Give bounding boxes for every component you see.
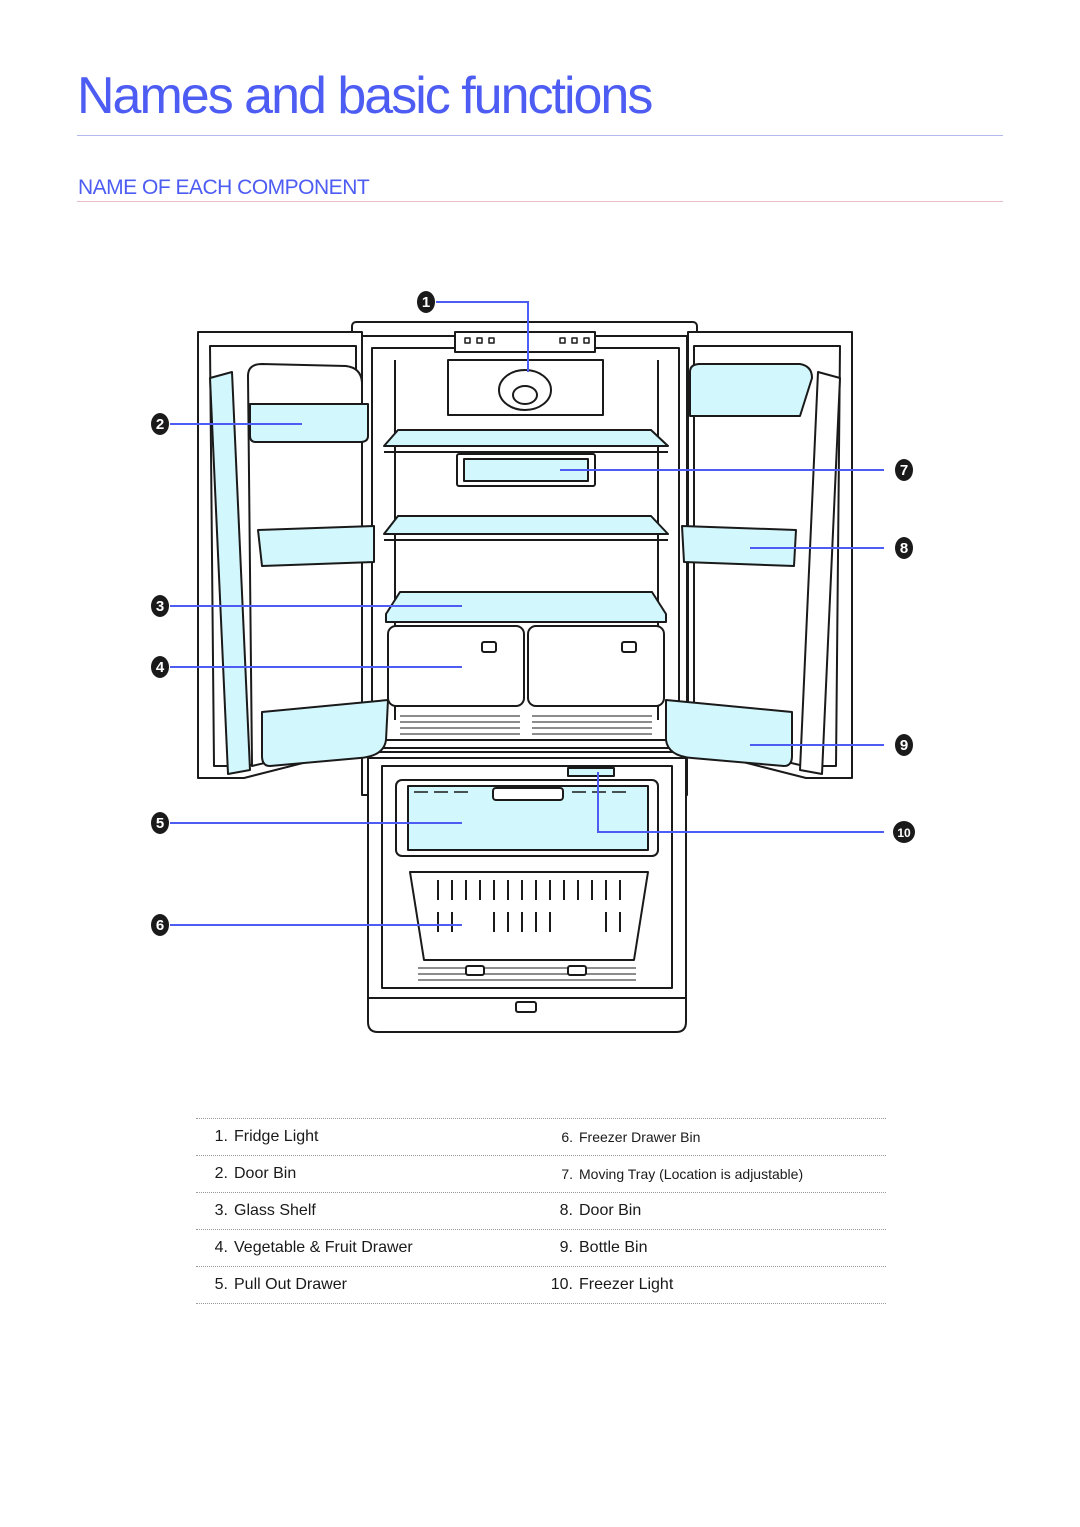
svg-text:7: 7 [900, 462, 908, 479]
callout-1-badge: 1 [417, 291, 435, 313]
door-bin-right-top [689, 363, 813, 417]
component-number: 6. [561, 1129, 573, 1145]
callout-7-badge: 7 [895, 459, 913, 481]
table-row: 2. Door Bin 7. Moving Tray (Location is ad… [196, 1156, 886, 1193]
component-number: 2. [214, 1165, 228, 1182]
svg-text:9: 9 [900, 737, 908, 754]
svg-text:4: 4 [156, 659, 165, 676]
svg-text:2: 2 [156, 416, 164, 433]
table-row: 4. Vegetable & Fruit Drawer 9. Bottle Bin [196, 1230, 886, 1267]
callout-6-badge: 6 [151, 914, 169, 936]
component-cell: 6. Freezer Drawer Bin [541, 1119, 886, 1155]
svg-text:10: 10 [897, 826, 911, 840]
left-door-gasket [209, 371, 251, 775]
section-title: NAME OF EACH COMPONENT [78, 176, 370, 199]
component-name: Pull Out Drawer [234, 1276, 347, 1293]
component-name: Vegetable & Fruit Drawer [234, 1239, 413, 1256]
component-number: 3. [214, 1202, 228, 1219]
svg-text:6: 6 [156, 917, 164, 934]
components-table: 1. Fridge Light 6. Freezer Drawer Bin 2. Do… [196, 1118, 886, 1304]
component-number: 1. [214, 1128, 228, 1145]
component-name: Door Bin [579, 1202, 642, 1219]
component-number: 5. [214, 1276, 228, 1293]
callout-10-badge: 10 [893, 821, 915, 843]
component-name: Bottle Bin [579, 1239, 648, 1256]
table-row: 3. Glass Shelf 8. Door Bin [196, 1193, 886, 1230]
component-cell: 3. Glass Shelf [196, 1193, 541, 1229]
svg-text:8: 8 [900, 540, 908, 557]
door-bin-left-middle [257, 525, 375, 567]
callout-8-badge: 8 [895, 537, 913, 559]
component-name: Door Bin [234, 1165, 297, 1182]
component-number: 4. [214, 1239, 228, 1256]
component-name: Fridge Light [234, 1128, 319, 1145]
callout-5-badge: 5 [151, 812, 169, 834]
door-bin-left-bottom [261, 699, 389, 767]
component-name: Glass Shelf [234, 1202, 316, 1219]
callout-2-badge: 2 [151, 413, 169, 435]
glass-shelf-highlight [385, 591, 667, 623]
title-divider [77, 135, 1003, 136]
refrigerator-diagram: 1 2 3 4 5 6 7 8 [151, 291, 915, 1033]
callout-badges: 1 2 3 4 5 6 7 8 [151, 291, 915, 936]
component-cell: 4. Vegetable & Fruit Drawer [196, 1230, 541, 1266]
svg-text:3: 3 [156, 598, 164, 615]
component-cell: 10. Freezer Light [541, 1267, 886, 1303]
component-name: Freezer Light [579, 1276, 674, 1293]
component-number: 7. [561, 1166, 573, 1182]
vegetable-drawer-right [527, 625, 665, 707]
svg-text:5: 5 [156, 815, 164, 832]
callout-9-badge: 9 [895, 734, 913, 756]
component-number: 8. [559, 1202, 573, 1219]
door-bin-left-top [249, 403, 369, 443]
component-number: 9. [559, 1239, 573, 1256]
component-cell: 5. Pull Out Drawer [196, 1267, 541, 1303]
control-panel [454, 331, 596, 353]
component-name: Freezer Drawer Bin [579, 1129, 701, 1145]
callout-3-badge: 3 [151, 595, 169, 617]
callout-4-badge: 4 [151, 656, 169, 678]
svg-text:1: 1 [422, 294, 430, 311]
section-divider [77, 201, 1003, 202]
component-cell: 9. Bottle Bin [541, 1230, 886, 1266]
component-name: Moving Tray (Location is adjustable) [579, 1166, 804, 1182]
freezer-drawer-bin [409, 871, 649, 961]
component-cell: 7. Moving Tray (Location is adjustable) [541, 1156, 886, 1192]
component-number: 10. [550, 1276, 573, 1293]
freezer-light-highlight [567, 767, 615, 777]
bottle-bin-highlight [665, 699, 793, 767]
callout-lines [170, 301, 884, 926]
component-cell: 1. Fridge Light [196, 1119, 541, 1155]
base-grille [367, 997, 687, 1033]
table-row: 1. Fridge Light 6. Freezer Drawer Bin [196, 1118, 886, 1156]
door-bin-right-middle [681, 525, 797, 567]
table-row: 5. Pull Out Drawer 10. Freezer Light [196, 1267, 886, 1304]
component-cell: 2. Door Bin [196, 1156, 541, 1192]
page-title: Names and basic functions [77, 67, 653, 125]
component-cell: 8. Door Bin [541, 1193, 886, 1229]
